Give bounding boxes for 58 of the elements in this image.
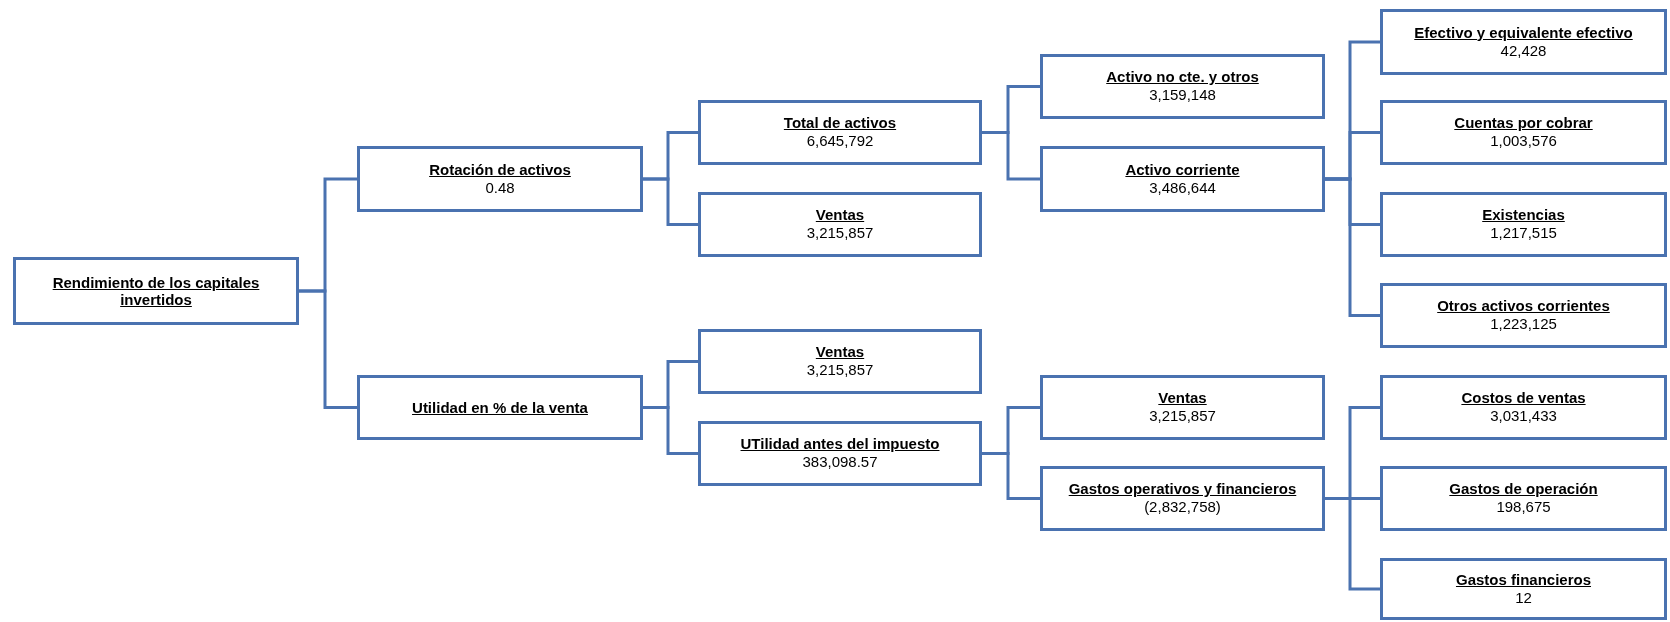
- box-value: (2,832,758): [1144, 497, 1221, 517]
- metric-box: [1040, 375, 1325, 440]
- box-heading: Efectivo y equivalente efectivo: [1414, 23, 1633, 41]
- metric-box: [698, 100, 982, 165]
- box-heading: Ventas: [1158, 389, 1207, 406]
- metric-box: [1380, 558, 1667, 620]
- connector-line: [299, 289, 357, 409]
- box-heading: Activo corriente: [1125, 160, 1240, 178]
- box-value: 1,217,515: [1490, 223, 1557, 243]
- connector-line: [1325, 497, 1380, 591]
- box-value: 0.48: [485, 177, 515, 198]
- box-heading: Gastos operativos y financieros: [1068, 480, 1297, 497]
- box-heading: Rendimiento de los capitales invertidos: [51, 274, 261, 308]
- box-heading: Total de activos: [783, 114, 897, 131]
- box-heading: Gastos de operación: [1449, 480, 1598, 497]
- box-value: 12: [1515, 587, 1532, 608]
- box-value: 3,215,857: [806, 223, 874, 243]
- box-heading: Utilidad en % de la venta: [412, 399, 588, 416]
- metric-box: [1040, 146, 1325, 212]
- box-value: 3,031,433: [1490, 406, 1557, 426]
- box-value: 6,645,792: [806, 131, 874, 151]
- box-heading: Activo no cte. y otros: [1106, 68, 1259, 85]
- connector-line: [1325, 177, 1380, 317]
- box-heading: Ventas: [815, 343, 865, 360]
- metric-box: [1380, 192, 1667, 257]
- box-value: 383,098.57: [802, 452, 878, 472]
- box-heading: Rotación de activos: [429, 160, 571, 178]
- box-value: 1,223,125: [1490, 314, 1557, 334]
- box-heading: Costos de ventas: [1461, 389, 1586, 406]
- box-value: 3,215,857: [1149, 406, 1216, 426]
- box-heading: Cuentas por cobrar: [1454, 114, 1593, 131]
- metric-box: [698, 192, 982, 257]
- metric-box: [1040, 54, 1325, 119]
- box-heading: UTilidad antes del impuesto: [740, 435, 940, 452]
- metric-box: [1380, 283, 1667, 348]
- metric-box: [698, 421, 982, 486]
- metric-box: [1380, 100, 1667, 165]
- box-value: 3,159,148: [1149, 85, 1216, 105]
- metric-box: [1380, 9, 1667, 75]
- metric-box: [357, 146, 643, 212]
- box-heading: Gastos financieros: [1455, 570, 1591, 588]
- box-heading: Ventas: [815, 206, 865, 223]
- metric-box: [1040, 466, 1325, 531]
- box-value: 42,428: [1500, 41, 1547, 61]
- box-value: 198,675: [1496, 497, 1551, 517]
- connector-line: [643, 406, 698, 455]
- box-value: 1,003,576: [1490, 131, 1557, 151]
- metric-box: [698, 329, 982, 394]
- box-value: 3,486,644: [1149, 177, 1216, 198]
- connector-line: [643, 177, 698, 226]
- metric-box: [1380, 466, 1667, 531]
- metric-box: [357, 375, 643, 440]
- box-heading: Otros activos corrientes: [1437, 297, 1610, 314]
- connector-line: [982, 452, 1040, 500]
- metric-box: [13, 257, 299, 325]
- box-heading: Existencias: [1482, 206, 1565, 223]
- box-value: 3,215,857: [806, 360, 874, 380]
- metric-box: [1380, 375, 1667, 440]
